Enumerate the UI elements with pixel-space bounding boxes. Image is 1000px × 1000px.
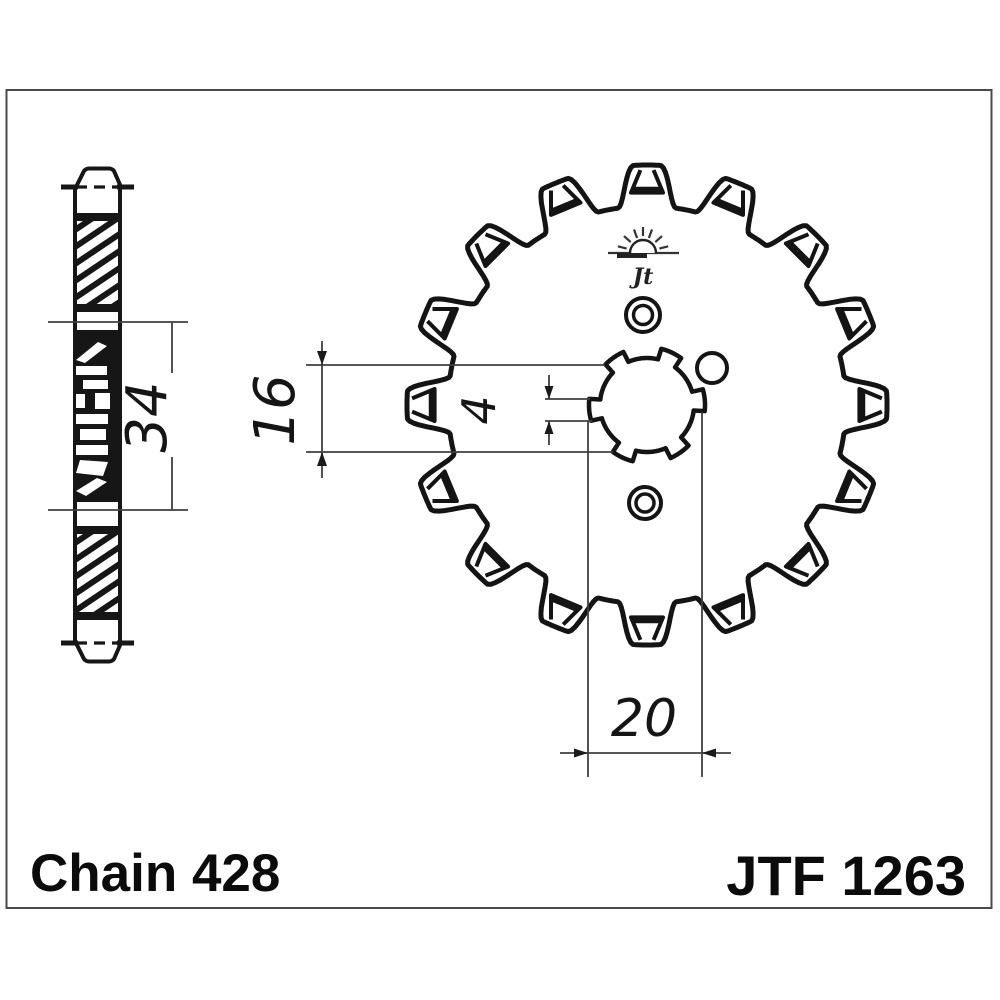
dimension-4 [544, 375, 592, 445]
hatch-upper [74, 213, 121, 312]
dim-20-label: 20 [611, 689, 677, 749]
hatch-lower [74, 526, 121, 620]
dim-34-label: 34 [115, 381, 180, 452]
dim-4-label: 4 [452, 395, 506, 424]
tooth-tip-mark-bases [428, 186, 866, 624]
arrow-left-icon [702, 748, 716, 758]
pin-hole-right [695, 351, 729, 385]
bolt-hole-top-inner [631, 303, 655, 327]
arrow-down-icon [317, 351, 327, 365]
dimension-34 [48, 321, 188, 511]
arrow-up-icon [544, 421, 554, 434]
spline-section [73, 330, 122, 502]
jt-sun-logo: Jt [608, 227, 679, 290]
spline-bore [586, 346, 708, 464]
part-number-label: JTF 1263 [726, 844, 966, 907]
jt-logo-text: Jt [629, 264, 654, 290]
bottom-cap [74, 642, 123, 664]
side-view [61, 166, 134, 664]
top-cap [74, 166, 123, 188]
dimension-16 [306, 341, 613, 478]
arrow-up-icon [317, 452, 327, 466]
dim-16-label: 16 [243, 374, 308, 445]
sprocket-front-view: Jt [404, 162, 890, 648]
chain-size-label: Chain 428 [30, 844, 280, 903]
drawing-frame [5, 89, 993, 909]
arrow-right-icon [574, 748, 588, 758]
arrow-down-icon [544, 386, 554, 399]
dimension-20 [560, 412, 731, 777]
bolt-hole-bottom-inner [634, 492, 656, 514]
